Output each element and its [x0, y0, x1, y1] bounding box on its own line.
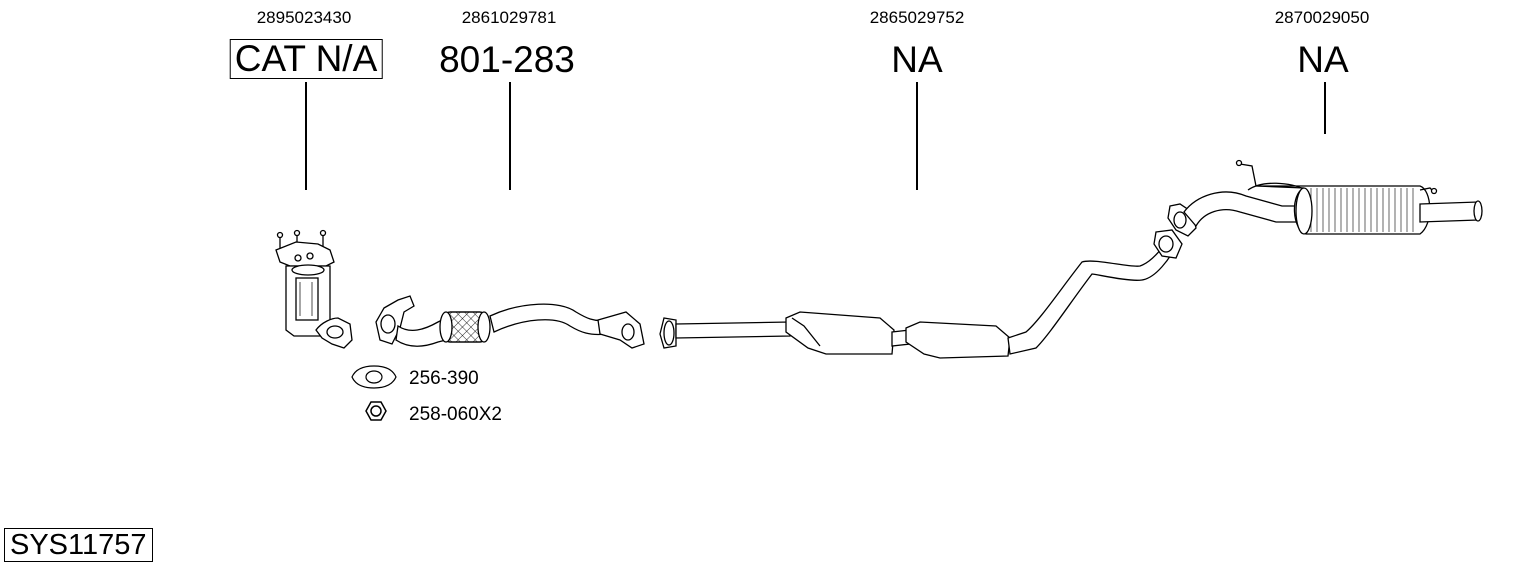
accessory-nut-label: 258-060X2 — [409, 404, 502, 425]
front-pipe-drawing — [375, 295, 645, 349]
leader-line-1 — [305, 82, 307, 190]
leader-line-2 — [509, 82, 511, 190]
part-label-3: NA — [891, 39, 943, 80]
nut-icon — [365, 401, 387, 421]
leader-line-4 — [1324, 82, 1326, 134]
middle-pipe-drawing — [659, 229, 1183, 359]
part-number-4: 2870029050 — [1274, 8, 1370, 27]
gasket-icon — [351, 365, 397, 389]
part-label-2: 801-283 — [439, 39, 575, 80]
accessory-gasket-label: 256-390 — [409, 368, 479, 389]
part-number-3: 2865029752 — [869, 8, 965, 27]
part-number-2: 2861029781 — [461, 8, 557, 27]
leader-line-3 — [916, 82, 918, 190]
rear-silencer-drawing — [1167, 159, 1483, 237]
catalytic-converter-drawing — [275, 229, 353, 349]
part-label-1: CAT N/A — [229, 39, 383, 79]
part-label-4: NA — [1297, 39, 1349, 80]
part-number-1: 2895023430 — [256, 8, 352, 27]
system-code: SYS11757 — [4, 528, 153, 562]
